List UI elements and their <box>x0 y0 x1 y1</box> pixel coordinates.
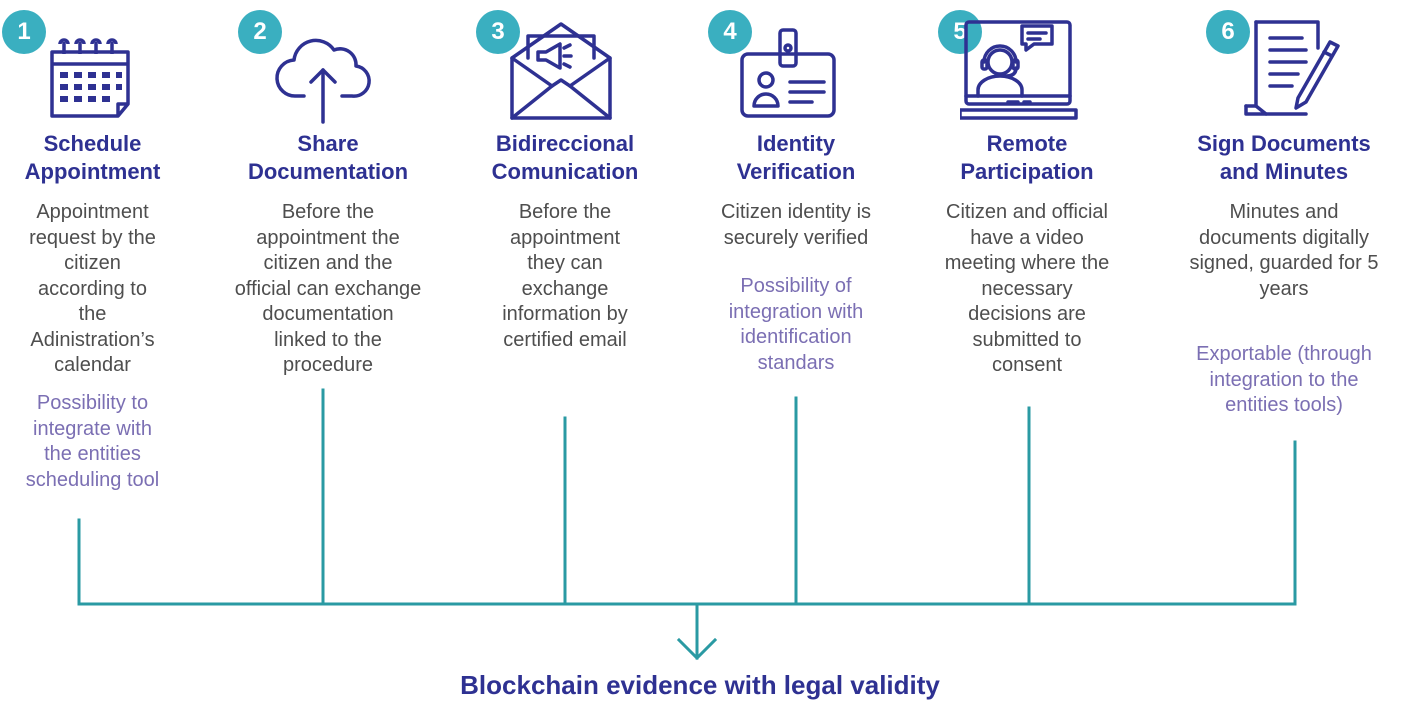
description-line: decisions are <box>968 303 1086 325</box>
email-megaphone-icon <box>510 22 612 120</box>
step-number-badge: 1 <box>2 10 46 54</box>
title-line: Appointment <box>24 159 161 184</box>
note-line: Possibility of <box>740 275 852 297</box>
description-line: request by the <box>29 226 156 249</box>
calendar-icon <box>50 38 130 118</box>
title-line: Schedule <box>43 131 142 156</box>
description-line: citizen <box>64 252 121 274</box>
step-number-badge: 5 <box>938 10 982 54</box>
description-line: Appointment <box>36 201 149 223</box>
description-line: the <box>78 303 107 325</box>
note-line: the entities <box>44 443 141 465</box>
step-number-badge: 3 <box>476 10 520 54</box>
arrow-down-icon <box>676 637 718 661</box>
note-line: scheduling tool <box>25 468 160 491</box>
step-number-badge: 6 <box>1206 10 1250 54</box>
title-line: Participation <box>960 159 1094 184</box>
description-line: citizen and the <box>263 252 393 274</box>
title-line: Share <box>297 131 359 156</box>
note-line: integration with <box>728 300 864 323</box>
step-description: Citizen and official have a video meetin… <box>920 200 1134 379</box>
step-number-badge: 4 <box>708 10 752 54</box>
step-description: Citizen identity is securely verified <box>700 200 892 251</box>
description-line: years <box>1259 277 1309 300</box>
id-card-icon <box>740 28 836 118</box>
sign-document-icon <box>1244 20 1340 116</box>
description-line: consent <box>991 354 1063 376</box>
description-line: appointment the <box>256 226 400 249</box>
description-line: signed, guarded for 5 <box>1189 252 1379 274</box>
description-line: certified email <box>503 328 627 351</box>
description-line: linked to the <box>274 328 382 351</box>
note-line: identification <box>740 326 852 348</box>
title-line: and Minutes <box>1219 159 1349 184</box>
description-line: documents digitally <box>1198 226 1370 249</box>
description-line: have a video <box>970 226 1084 249</box>
step-title: Remote Participation <box>920 130 1134 186</box>
description-line: Before the <box>281 201 375 223</box>
title-line: Bidireccional <box>495 131 635 156</box>
step-title: Sign Documents and Minutes <box>1166 130 1402 186</box>
step-note: Possibility of integration with identifi… <box>700 274 892 376</box>
step-description: Before the appointment the citizen and t… <box>210 200 446 379</box>
note-line: Possibility to <box>36 392 149 414</box>
step-note: Possibility to integrate with the entiti… <box>0 391 185 493</box>
description-line: necessary <box>981 277 1073 300</box>
note-line: integration to the <box>1209 368 1359 391</box>
title-line: Documentation <box>247 159 409 184</box>
description-line: Before the <box>518 201 612 223</box>
video-meeting-icon <box>960 20 1078 120</box>
step-description: Before the appointment they can exchange… <box>470 200 660 353</box>
description-line: information by <box>502 303 628 325</box>
step-title: Schedule Appointment <box>0 130 185 186</box>
description-line: submitted to <box>972 328 1082 351</box>
description-line: documentation <box>262 303 394 325</box>
title-line: Identity <box>756 131 836 156</box>
title-line: Verification <box>736 159 856 184</box>
footer-caption: Blockchain evidence with legal validity <box>460 670 940 700</box>
description-line: procedure <box>282 354 374 376</box>
step-note: Exportable (through integration to the e… <box>1166 342 1402 419</box>
step-title: Identity Verification <box>700 130 892 186</box>
title-line: Comunication <box>491 159 639 184</box>
description-line: meeting where the <box>944 252 1110 274</box>
note-line: standars <box>757 351 835 374</box>
step-description: Appointment request by the citizen accor… <box>0 200 185 379</box>
note-line: entities tools) <box>1225 394 1343 416</box>
description-line: official can exchange <box>234 277 422 300</box>
description-line: they can <box>527 252 603 274</box>
description-line: Minutes and <box>1229 201 1339 223</box>
step-title: Bidireccional Comunication <box>470 130 660 186</box>
description-line: exchange <box>521 277 609 300</box>
cloud-upload-icon <box>275 38 371 124</box>
description-line: Citizen and official <box>946 201 1108 223</box>
note-line: Exportable (through <box>1196 343 1372 365</box>
title-line: Remote <box>986 131 1068 156</box>
description-line: appointment <box>509 226 621 249</box>
step-description: Minutes and documents digitally signed, … <box>1166 200 1402 302</box>
step-number-badge: 2 <box>238 10 282 54</box>
step-title: Share Documentation <box>210 130 446 186</box>
description-line: securely verified <box>723 226 869 249</box>
description-line: calendar <box>54 354 131 376</box>
description-line: Adinistration’s <box>30 328 155 351</box>
description-line: Citizen identity is <box>720 201 872 223</box>
title-line: Sign Documents <box>1197 131 1371 156</box>
note-line: integrate with <box>33 417 152 440</box>
description-line: according to <box>38 277 147 300</box>
